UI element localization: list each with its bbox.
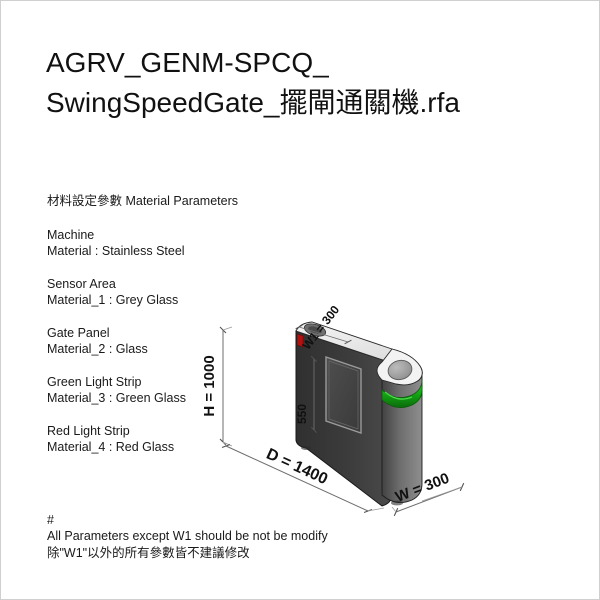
dimension-depth-ext-left [222, 441, 227, 447]
dimension-width-ext-left [391, 506, 397, 513]
footer-note: # All Parameters except W1 should be not… [47, 513, 328, 562]
dimension-panel-height-label: 550 [295, 404, 309, 424]
dimension-depth-line [221, 444, 373, 513]
parameter-group-red-light-strip: Red Light Strip Material_4 : Red Glass [47, 423, 277, 456]
title-line-1: AGRV_GENM-SPCQ_ [46, 47, 329, 78]
parameter-name: Red Light Strip [47, 423, 130, 438]
base-foot-left [301, 446, 311, 450]
green-light-strip [381, 379, 423, 408]
parameter-group-machine: Machine Material : Stainless Steel [47, 227, 277, 260]
material-parameters-heading: 材料設定參數 Material Parameters [47, 194, 239, 208]
dimension-width-ext-right [421, 486, 463, 502]
parameter-name: Green Light Strip [47, 374, 142, 389]
parameter-name: Machine [47, 227, 95, 242]
grey-glass-sensor-disc [387, 359, 413, 381]
material-parameters-block: 材料設定參數 Material Parameters Machine Mater… [47, 193, 277, 472]
gate-panel-glass-inner [328, 360, 359, 430]
note-line-english: All Parameters except W1 should be not b… [47, 529, 328, 543]
parameter-name: Gate Panel [47, 325, 110, 340]
dimension-height-label: H = 1000 [201, 355, 218, 416]
dimension-height-ext-top [222, 326, 233, 331]
dimension-top-width-line [295, 324, 352, 345]
green-light-strip-highlight [384, 391, 413, 400]
isometric-model-drawing: H = 1000 D = 1400 W = 300 W1 = 300 [196, 296, 516, 536]
gate-panel-glass [325, 356, 362, 434]
parameter-material: Material_2 : Glass [47, 342, 148, 356]
parameter-material: Material_4 : Red Glass [47, 440, 175, 454]
page-title: AGRV_GENM-SPCQ_ SwingSpeedGate_擺閘通關機.rfa [46, 43, 566, 123]
dimension-depth-ext-right [367, 507, 385, 512]
title-line-2: SwingSpeedGate_擺閘通關機.rfa [46, 87, 460, 118]
parameter-material: Material : Stainless Steel [47, 244, 185, 258]
parameter-name: Sensor Area [47, 276, 116, 291]
dimension-panel-height: 550 [295, 355, 318, 434]
parameter-group-sensor-area: Sensor Area Material_1 : Grey Glass [47, 276, 277, 309]
parameter-group-gate-panel: Gate Panel Material_2 : Glass [47, 325, 277, 358]
note-hash-marker: # [47, 513, 54, 527]
dimension-height: H = 1000 [201, 326, 233, 447]
note-line-chinese: 除"W1"以外的所有參數皆不建議修改 [47, 546, 250, 560]
parameter-material: Material_3 : Green Glass [47, 391, 186, 405]
parameter-material: Material_1 : Grey Glass [47, 293, 179, 307]
parameter-group-green-light-strip: Green Light Strip Material_3 : Green Gla… [47, 374, 277, 407]
